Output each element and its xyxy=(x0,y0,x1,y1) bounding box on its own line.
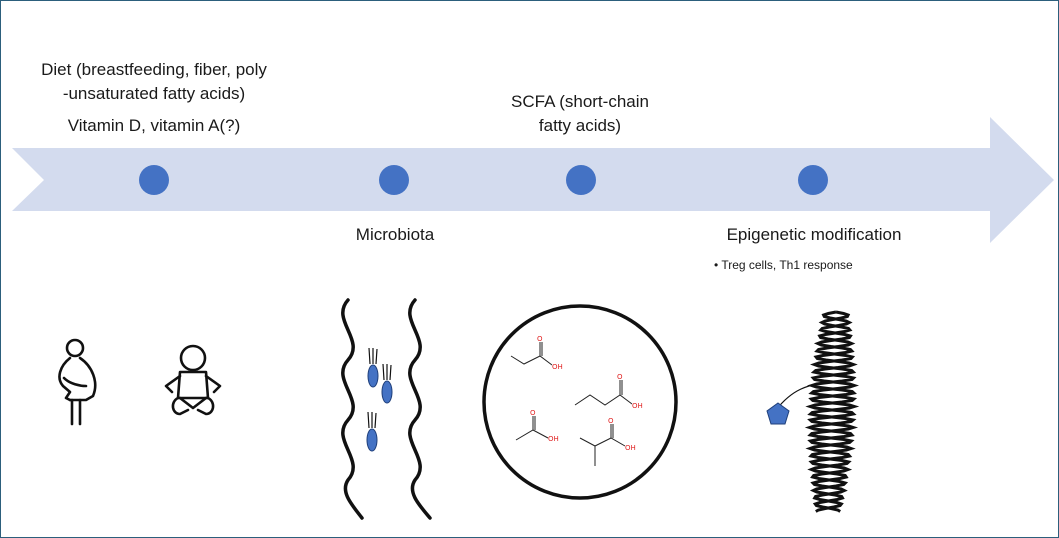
vitamins-label: Vitamin D, vitamin A(?) xyxy=(67,116,241,135)
scfa-label: SCFA (short-chain fatty acids) xyxy=(480,90,680,138)
dna-strand xyxy=(805,310,860,513)
dna-strand xyxy=(804,310,860,513)
timeline-dot-scfa xyxy=(566,165,596,195)
svg-text:OH: OH xyxy=(548,435,559,443)
pregnant-woman-icon xyxy=(58,338,97,426)
svg-text:O: O xyxy=(617,373,623,381)
timeline-dot-diet xyxy=(139,165,169,195)
timeline-arrow xyxy=(12,117,1054,243)
diet-label-line1: Diet (breastfeeding, fiber, poly xyxy=(41,60,267,79)
baby-icon xyxy=(164,344,222,416)
svg-text:O: O xyxy=(530,409,536,417)
epigenetic-bullet: • Treg cells, Th1 response xyxy=(714,258,853,272)
svg-text:OH: OH xyxy=(632,402,643,410)
scfa-molecules-icon: O OH O OH O OH O OH xyxy=(482,304,678,500)
microbiota-icon xyxy=(341,298,432,520)
epigenetic-label: Epigenetic modification xyxy=(726,225,902,244)
dna-helix-icon xyxy=(766,310,860,513)
microbiota-label: Microbiota xyxy=(355,225,435,244)
timeline-dot-epigenetic xyxy=(798,165,828,195)
diet-label: Diet (breastfeeding, fiber, poly -unsatu… xyxy=(14,58,294,106)
svg-text:O: O xyxy=(608,417,614,425)
scfa-label-line2: fatty acids) xyxy=(538,116,622,135)
svg-text:OH: OH xyxy=(625,444,636,452)
svg-text:O: O xyxy=(537,335,543,343)
diet-label-line2: -unsaturated fatty acids) xyxy=(62,84,246,103)
methyl-group-pentagon xyxy=(766,402,790,425)
timeline-dot-microbiota xyxy=(379,165,409,195)
scfa-label-line1: SCFA (short-chain xyxy=(511,92,649,111)
svg-text:OH: OH xyxy=(552,363,563,371)
